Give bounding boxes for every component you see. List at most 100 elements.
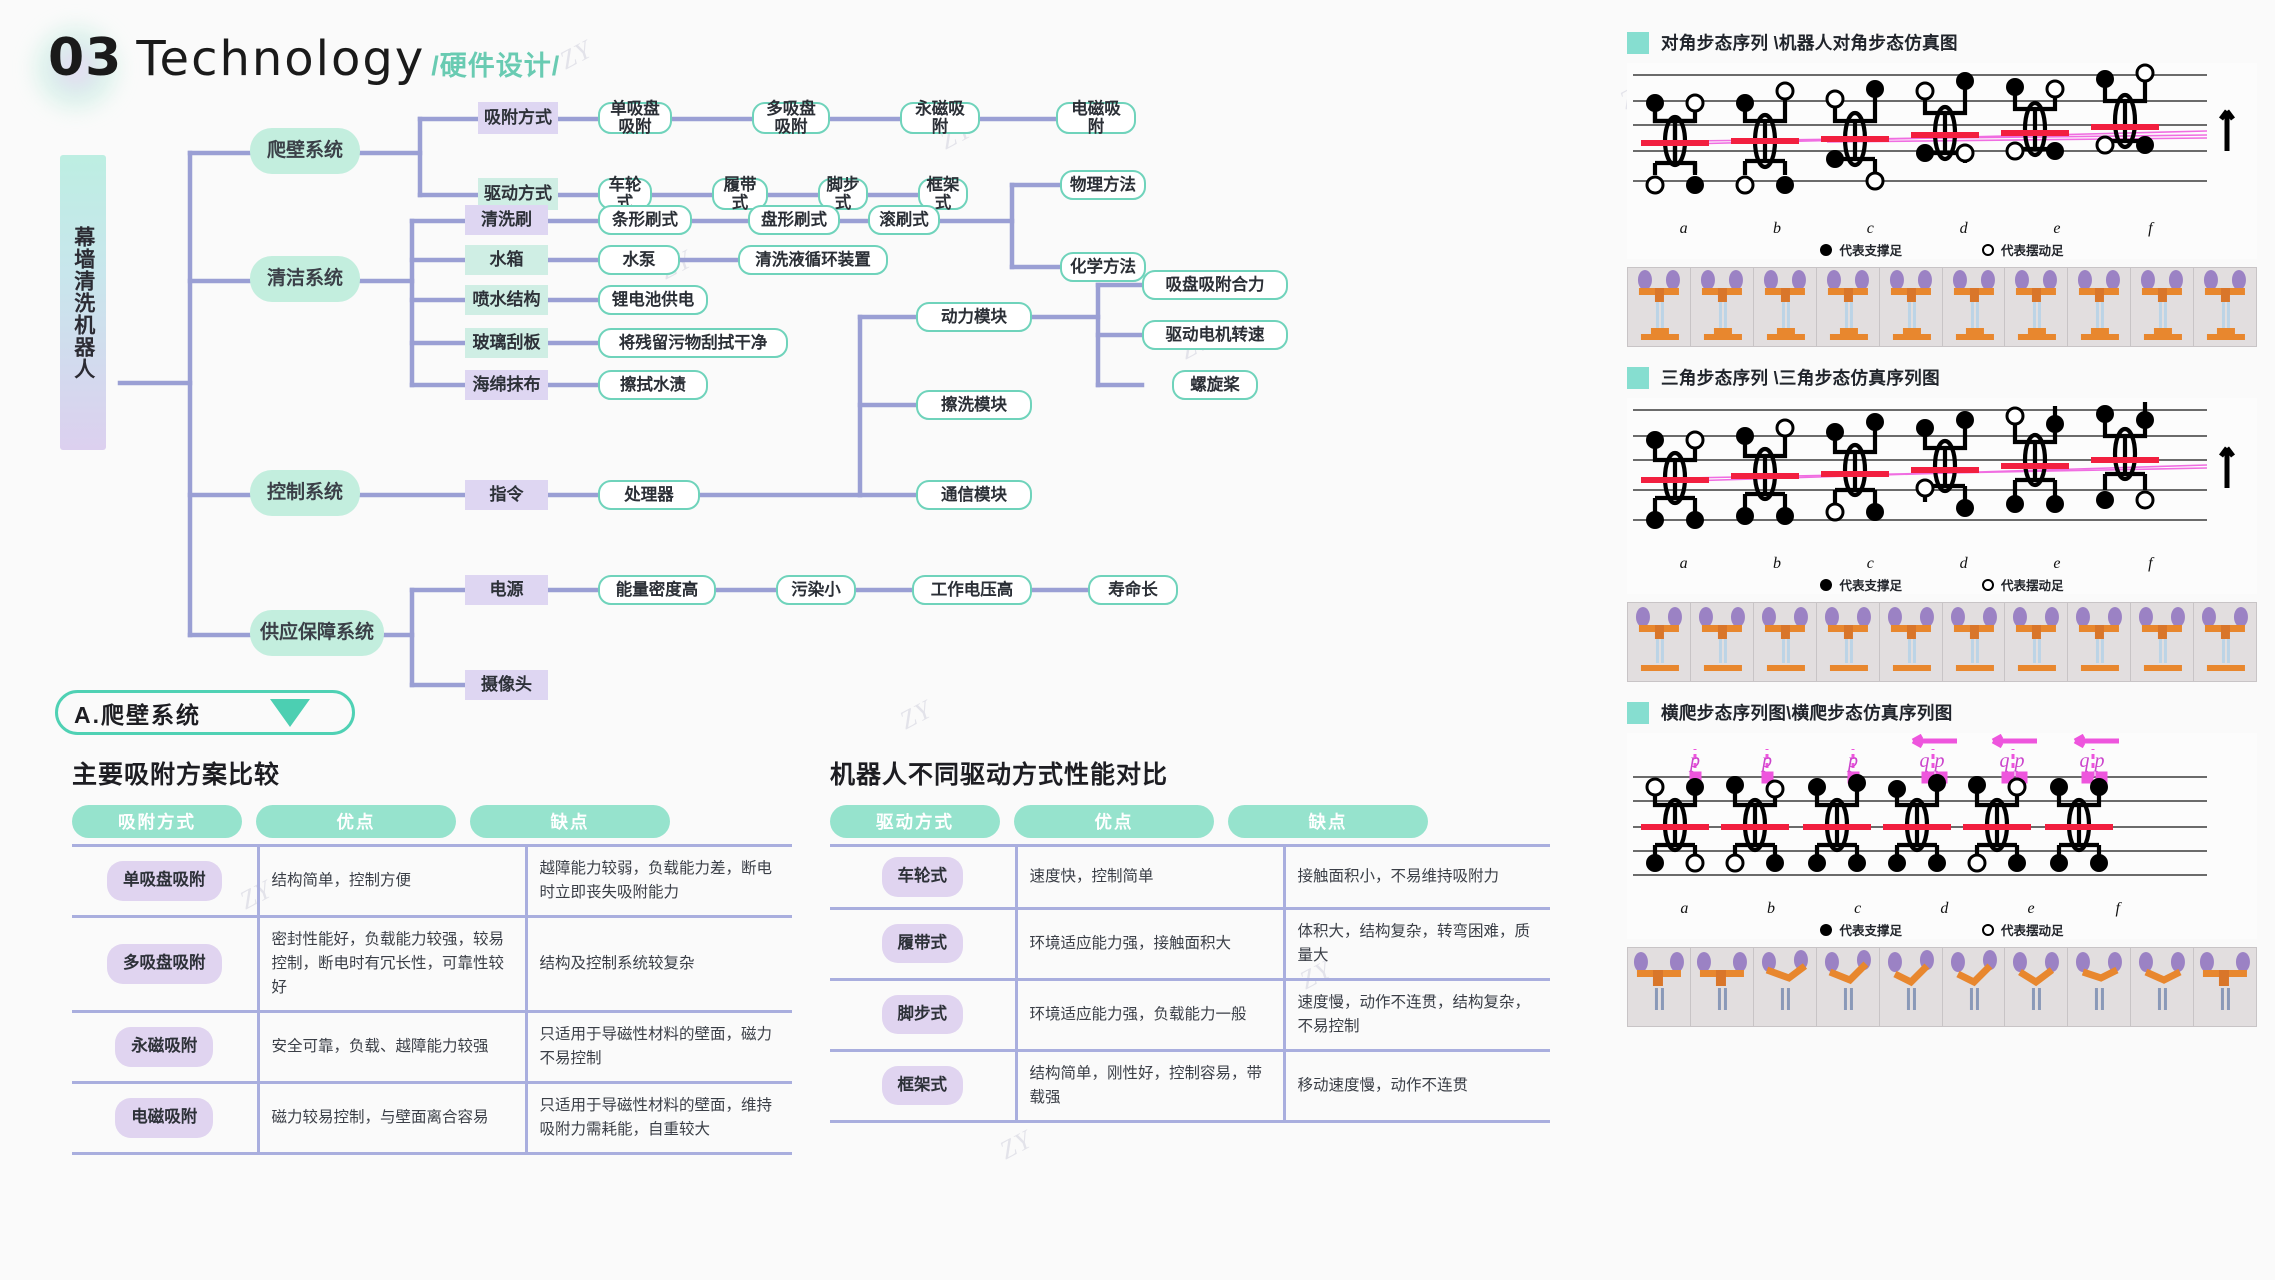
row-label: 多吸盘吸附 bbox=[107, 944, 222, 984]
mindmap-leaf-pill[interactable]: 单吸盘吸附 bbox=[598, 100, 672, 136]
mindmap-sub-node[interactable]: 指令 bbox=[465, 480, 548, 510]
row-label: 永磁吸附 bbox=[115, 1027, 214, 1067]
frame-label: b bbox=[1767, 900, 1775, 917]
frame-label: b bbox=[1772, 555, 1781, 572]
row-label: 车轮式 bbox=[881, 857, 963, 897]
mindmap-leaf-pill[interactable]: 驱动电机转速 bbox=[1142, 320, 1288, 350]
mindmap-leaf-pill[interactable]: 锂电池供电 bbox=[598, 285, 708, 315]
mindmap-leaf-pill[interactable]: 滚刷式 bbox=[868, 205, 940, 235]
mindmap-leaf-pill[interactable]: 污染小 bbox=[776, 575, 856, 605]
sim-frame bbox=[2068, 268, 2132, 346]
section-a-badge[interactable]: A.爬壁系统 bbox=[55, 690, 355, 735]
row-label: 履带式 bbox=[881, 923, 963, 964]
mindmap-system-node[interactable]: 控制系统 bbox=[250, 470, 360, 516]
cell-pros: 安全可靠，负载、越障能力较强 bbox=[256, 1010, 528, 1085]
mindmap-leaf-pill[interactable]: 将残留污物刮拭干净 bbox=[598, 328, 788, 358]
frame-label: d bbox=[1959, 555, 1968, 572]
column-header: 缺点 bbox=[1228, 805, 1428, 838]
cell-pros: 磁力较易控制，与壁面离合容易 bbox=[256, 1081, 528, 1156]
gait-title: 对角步态序列 \机器人对角步态仿真图 bbox=[1661, 33, 1958, 53]
mindmap-leaf-pill[interactable]: 清洗液循环装置 bbox=[738, 245, 888, 275]
mindmap-leaf-pill[interactable]: 条形刷式 bbox=[598, 205, 692, 235]
table-row: 多吸盘吸附 密封性能好，负载能力较强，较易控制，断电时有冗长性，可靠性较好 结构… bbox=[72, 915, 792, 1014]
mindmap-sub-node[interactable]: 吸附方式 bbox=[478, 102, 558, 134]
sim-frame bbox=[1942, 948, 2006, 1026]
mindmap-leaf-pill[interactable]: 处理器 bbox=[598, 480, 700, 510]
mindmap-leaf-pill[interactable]: 能量密度高 bbox=[598, 575, 716, 605]
gait-legend: 代表支撑足 代表摆动足 bbox=[1627, 240, 2257, 259]
gait-diagram: p p p q p q p q p bbox=[1627, 733, 2257, 939]
legend-support: 代表支撑足 bbox=[1839, 579, 1902, 593]
mindmap-leaf-pill[interactable]: 吸盘吸附合力 bbox=[1142, 270, 1288, 300]
cell-cons: 只适用于导磁性材料的壁面，维持吸附力需耗能，自重较大 bbox=[524, 1081, 792, 1156]
mindmap-sub-node[interactable]: 水箱 bbox=[465, 245, 548, 275]
hollow-dot-icon bbox=[1982, 243, 1994, 256]
mindmap-sub-node[interactable]: 清洗刷 bbox=[465, 205, 548, 235]
page-title: Technology bbox=[136, 31, 426, 87]
column-header: 缺点 bbox=[470, 805, 670, 838]
table-row: 脚步式 环境适应能力强，负载能力一般 速度慢，动作不连贯，结构复杂，不易控制 bbox=[830, 977, 1550, 1052]
cell-cons: 移动速度慢，动作不连贯 bbox=[1282, 1048, 1550, 1123]
frame-label: a bbox=[1679, 555, 1688, 572]
gait-svg: p p p q p q p q p bbox=[1633, 733, 2207, 876]
gait-marker: p bbox=[1688, 750, 1700, 772]
mindmap-sub-node[interactable]: 喷水结构 bbox=[465, 285, 548, 315]
mindmap-leaf-pill[interactable]: 盘形刷式 bbox=[748, 205, 840, 235]
mindmap-leaf-pill[interactable]: 寿命长 bbox=[1088, 575, 1178, 605]
simulation-strip bbox=[1627, 602, 2257, 682]
mindmap-leaf-pill[interactable]: 多吸盘吸附 bbox=[752, 100, 830, 136]
frame-label: a bbox=[1680, 900, 1689, 917]
frame-labels: a b c d e f bbox=[1637, 220, 2197, 238]
mindmap-leaf-pill[interactable]: 动力模块 bbox=[916, 302, 1032, 332]
mindmap-leaf-pill[interactable]: 工作电压高 bbox=[912, 575, 1032, 605]
sim-frame bbox=[1942, 603, 2006, 681]
mindmap-leaf-pill[interactable]: 水泵 bbox=[598, 245, 680, 275]
mindmap-sub-node[interactable]: 驱动方式 bbox=[478, 178, 558, 210]
cell-cons: 越障能力较弱，负载能力差，断电时立即丧失吸附能力 bbox=[524, 843, 792, 919]
mindmap-leaf-pill[interactable]: 框架式 bbox=[918, 176, 968, 212]
row-label: 电磁吸附 bbox=[115, 1098, 214, 1138]
mindmap-sub-node[interactable]: 海绵抹布 bbox=[465, 370, 548, 400]
section-number: 03 bbox=[48, 28, 123, 88]
mindmap-sub-node[interactable]: 玻璃刮板 bbox=[465, 328, 548, 358]
mindmap-leaf-pill[interactable]: 履带式 bbox=[712, 176, 768, 212]
cell-cons: 结构及控制系统较复杂 bbox=[524, 915, 792, 1014]
mindmap-leaf-pill[interactable]: 物理方法 bbox=[1060, 170, 1146, 200]
mindmap-leaf-pill[interactable]: 擦洗模块 bbox=[916, 390, 1032, 420]
gait-panel: 对角步态序列 \机器人对角步态仿真图 bbox=[1627, 30, 2257, 1045]
cell-cons: 体积大，结构复杂，转弯困难，质量大 bbox=[1282, 906, 1550, 981]
table-row: 单吸盘吸附 结构简单，控制方便 越障能力较弱，负载能力差，断电时立即丧失吸附能力 bbox=[72, 843, 792, 919]
sim-frame bbox=[1690, 948, 1754, 1026]
mindmap-system-node[interactable]: 供应保障系统 bbox=[250, 610, 384, 656]
watermark: ZY bbox=[894, 694, 938, 736]
mindmap-leaf-pill[interactable]: 车轮式 bbox=[598, 176, 652, 212]
mindmap-leaf-pill[interactable]: 永磁吸附 bbox=[900, 100, 980, 136]
mindmap-leaf-pill[interactable]: 电磁吸附 bbox=[1056, 100, 1136, 136]
mindmap-system-node[interactable]: 清洁系统 bbox=[250, 256, 360, 302]
mindmap-leaf-pill[interactable]: 螺旋桨 bbox=[1172, 370, 1258, 400]
row-label: 框架式 bbox=[881, 1065, 963, 1106]
gait-diagram: a b c d e f 代表支撑足 代表摆动足 bbox=[1627, 63, 2257, 259]
mindmap-leaf-pill[interactable]: 脚步式 bbox=[818, 176, 868, 212]
simulation-strip bbox=[1627, 267, 2257, 347]
frame-label: c bbox=[1854, 900, 1862, 917]
frame-label: f bbox=[2148, 220, 2153, 237]
mindmap-leaf-pill[interactable]: 擦拭水渍 bbox=[598, 370, 708, 400]
frame-label: d bbox=[1940, 900, 1949, 917]
frame-labels: a b c d e f bbox=[1637, 555, 2197, 573]
row-label: 单吸盘吸附 bbox=[107, 861, 222, 901]
mindmap-sub-node[interactable]: 电源 bbox=[465, 575, 548, 605]
mindmap-sub-node[interactable]: 摄像头 bbox=[465, 670, 548, 700]
chevron-down-icon[interactable] bbox=[270, 698, 310, 727]
sim-frame bbox=[1753, 948, 1817, 1026]
frame-label: d bbox=[1959, 220, 1968, 237]
column-header: 驱动方式 bbox=[830, 805, 1000, 838]
cell-pros: 环境适应能力强，负载能力一般 bbox=[1014, 977, 1286, 1052]
mindmap-leaf-pill[interactable]: 化学方法 bbox=[1060, 252, 1146, 282]
mindmap-system-node[interactable]: 爬壁系统 bbox=[250, 128, 360, 174]
sim-frame bbox=[1628, 603, 1691, 681]
filled-dot-icon bbox=[1820, 243, 1833, 256]
sim-frame bbox=[1816, 603, 1880, 681]
mindmap-leaf-pill[interactable]: 通信模块 bbox=[916, 480, 1032, 510]
sim-frame bbox=[1690, 268, 1754, 346]
